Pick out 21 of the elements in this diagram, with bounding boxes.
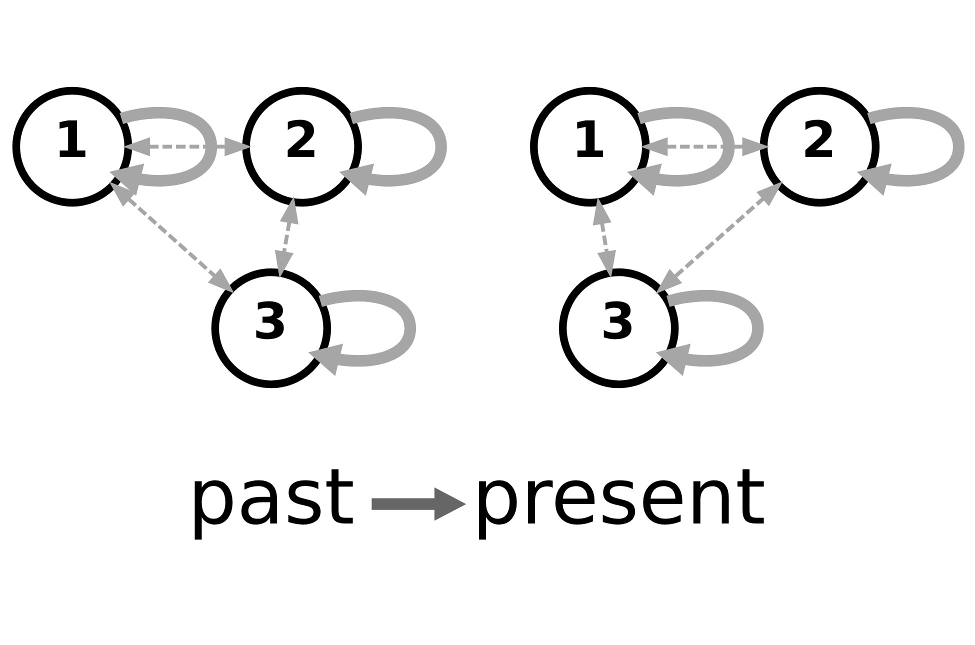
node-circle: 1: [530, 86, 650, 207]
node-circle: 2: [242, 86, 362, 207]
arrow: [656, 290, 764, 376]
node-text: present: [472, 452, 766, 542]
node-circle: 3: [211, 268, 332, 388]
arrow: [109, 182, 234, 294]
arrow: [626, 107, 735, 196]
arrow: [372, 487, 466, 521]
arrow: [640, 137, 770, 156]
node-circle: 2: [760, 86, 880, 207]
node-text: past: [188, 452, 355, 542]
arrow: [274, 196, 298, 278]
arrow: [656, 181, 783, 294]
arrow: [856, 107, 965, 196]
arrow: [308, 290, 416, 376]
arrow: [109, 107, 218, 196]
node-circle: 1: [12, 86, 132, 207]
node-circle: 3: [558, 268, 679, 388]
arrow: [592, 197, 616, 278]
arrow: [339, 107, 447, 196]
arrow: [122, 137, 252, 156]
